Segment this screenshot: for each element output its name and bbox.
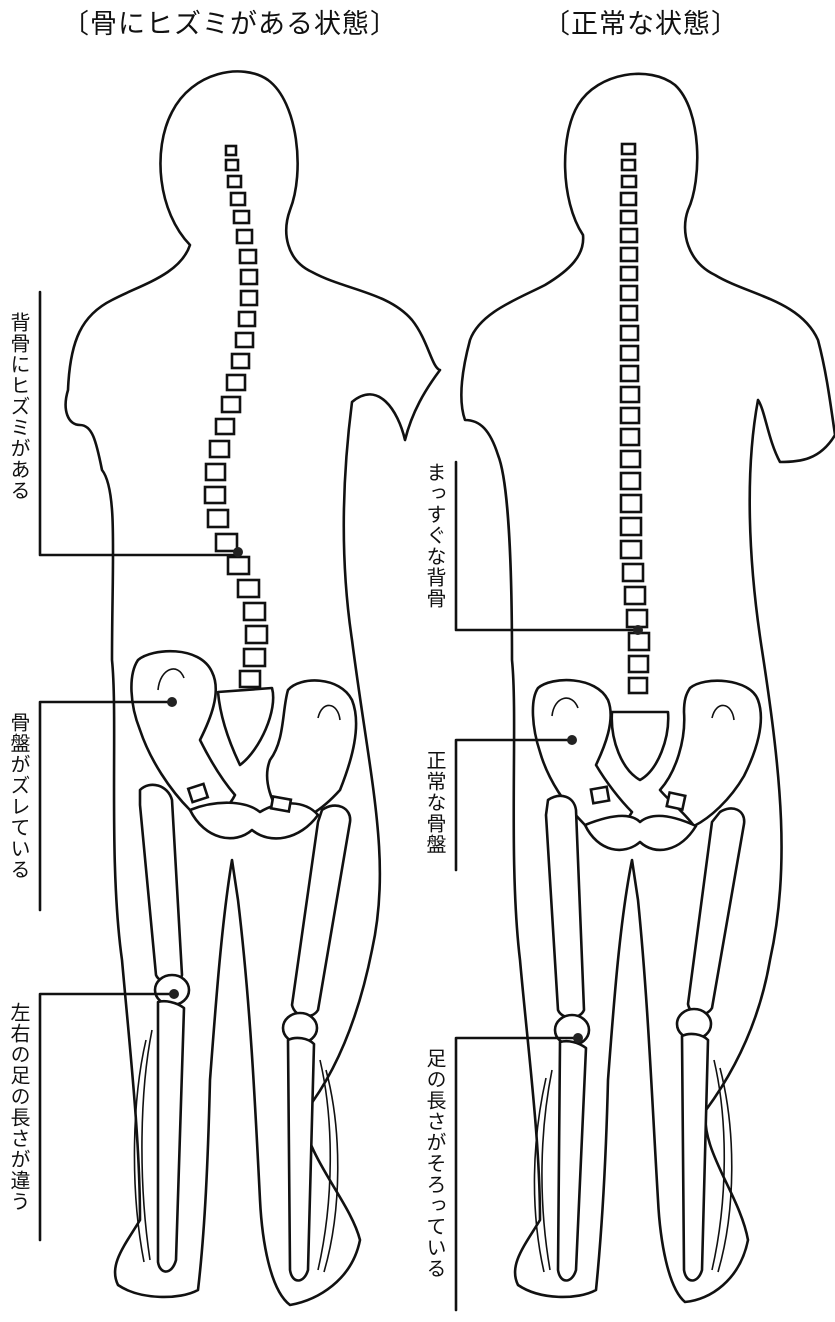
label-pelvis-normal: 正常な骨盤 xyxy=(424,750,446,855)
figure-distorted xyxy=(40,71,440,1305)
spine-distorted xyxy=(205,146,267,687)
label-legs-distorted: 左右の足の長さが違う xyxy=(8,1002,30,1212)
label-spine-distorted: 背骨にヒズミがある xyxy=(8,312,30,501)
spine-normal xyxy=(621,144,649,693)
figure-normal xyxy=(456,74,835,1310)
femur-right-distorted xyxy=(292,806,350,1017)
femur-left-normal xyxy=(546,796,584,1018)
sacrum-normal xyxy=(612,712,668,780)
femur-left-distorted xyxy=(140,785,182,983)
femur-right-normal xyxy=(688,808,744,1014)
label-spine-normal: まっすぐな背骨 xyxy=(424,462,446,609)
pointer-spine-distorted xyxy=(40,292,236,555)
label-legs-normal: 足の長さがそろっている xyxy=(424,1048,446,1279)
pointer-spine-normal xyxy=(456,462,638,630)
pointer-legs-distorted xyxy=(40,994,174,1240)
label-pelvis-distorted: 骨盤がズレている xyxy=(8,712,30,880)
sacrum-distorted xyxy=(218,688,273,765)
